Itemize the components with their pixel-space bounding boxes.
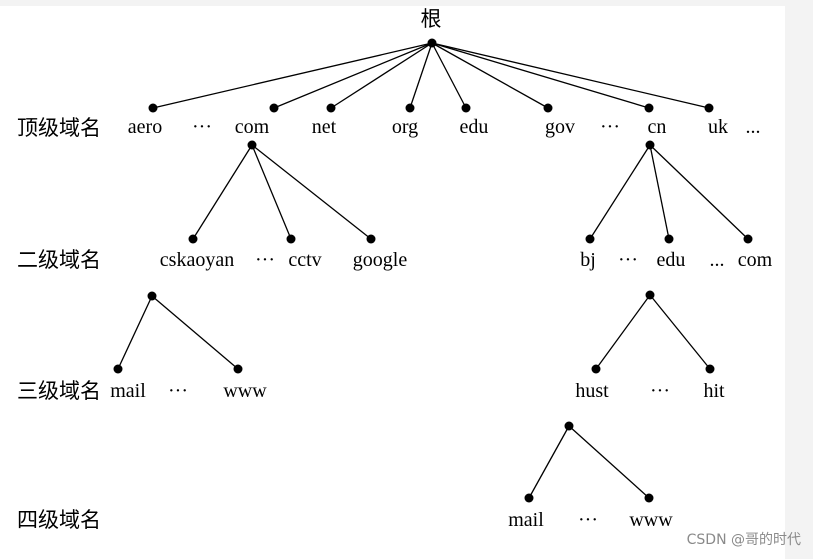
sld-cn-com: com: [737, 249, 773, 271]
tld-ellipsis-2: ···: [600, 116, 620, 138]
node-gov: [543, 103, 553, 113]
edge-cn-com: [649, 144, 749, 240]
node-mail-4: [524, 493, 534, 503]
sld-cn-ellipsis-2: ...: [709, 249, 725, 271]
edge-com-cctv: [251, 144, 292, 240]
edge-root-edu: [431, 42, 467, 109]
node-cn-com: [743, 234, 753, 244]
root-label: 根: [420, 7, 442, 31]
node-bj: [585, 234, 595, 244]
node-www-3: [233, 364, 243, 374]
sld-cskaoyan: cskaoyan: [159, 249, 235, 271]
third-hust: hust: [575, 380, 609, 402]
node-org: [405, 103, 415, 113]
node-com: [269, 103, 279, 113]
sld-cctv: cctv: [288, 249, 322, 271]
edge-hust-mail: [528, 425, 570, 499]
node-net: [326, 103, 336, 113]
sld-cn-ellipsis-1: ···: [618, 249, 638, 271]
tld-more: ...: [745, 116, 761, 138]
node-hust: [591, 364, 601, 374]
level-label-fourth: 四级域名: [17, 508, 101, 532]
edge-cn-edu: [649, 144, 670, 240]
edge-root-com: [273, 42, 433, 109]
node-hit: [705, 364, 715, 374]
watermark: CSDN @哥的时代: [686, 532, 801, 548]
node-cskaoyan-parent: [147, 291, 157, 301]
edge-cskaoyan-www: [151, 295, 239, 370]
node-cn-edu: [664, 234, 674, 244]
node-edu: [461, 103, 471, 113]
node-cn-parent: [645, 140, 655, 150]
edge-edu-hit: [649, 294, 711, 370]
edge-cskaoyan-mail: [117, 295, 153, 370]
node-com-parent: [247, 140, 257, 150]
edge-root-gov: [431, 42, 549, 109]
node-root: [427, 38, 437, 48]
tld-edu: edu: [459, 116, 489, 138]
edge-root-aero: [152, 42, 433, 109]
third-mail: mail: [110, 380, 146, 402]
node-hust-parent: [564, 421, 574, 431]
edge-edu-hust: [595, 294, 651, 370]
edge-cn-bj: [589, 144, 651, 240]
sld-bj: bj: [580, 249, 596, 271]
tld-org: org: [391, 116, 419, 138]
third-www: www: [223, 380, 267, 402]
tld-gov: gov: [545, 116, 575, 138]
edge-root-org: [409, 42, 433, 109]
fourth-www: www: [629, 509, 673, 531]
node-mail-3: [113, 364, 123, 374]
third-cskaoyan-ellipsis: ···: [168, 380, 188, 402]
tld-net: net: [311, 116, 337, 138]
node-cskaoyan: [188, 234, 198, 244]
tld-ellipsis-1: ···: [192, 116, 212, 138]
sld-google: google: [352, 249, 408, 271]
node-aero: [148, 103, 158, 113]
top-band: [0, 0, 813, 6]
edge-com-cskaoyan: [192, 144, 253, 240]
node-www-4: [644, 493, 654, 503]
fourth-mail: mail: [508, 509, 544, 531]
edge-com-google: [251, 144, 372, 240]
node-cn: [644, 103, 654, 113]
edge-root-cn: [431, 42, 650, 109]
node-uk: [704, 103, 714, 113]
third-hit: hit: [703, 380, 725, 402]
tld-uk: uk: [708, 116, 728, 138]
right-edge-band: [785, 0, 813, 559]
edge-hust-www: [568, 425, 650, 499]
tld-aero: aero: [127, 116, 163, 138]
level-label-second: 二级域名: [17, 248, 101, 272]
tld-cn: cn: [647, 116, 667, 138]
level-label-third: 三级域名: [17, 379, 101, 403]
level-label-top: 顶级域名: [17, 116, 101, 140]
tld-com: com: [234, 116, 270, 138]
edge-root-uk: [431, 42, 710, 109]
node-cctv: [286, 234, 296, 244]
third-edu-ellipsis: ···: [650, 380, 670, 402]
sld-com-ellipsis: ···: [255, 249, 275, 271]
node-google: [366, 234, 376, 244]
fourth-ellipsis: ···: [578, 509, 598, 531]
edge-root-net: [330, 42, 433, 109]
node-edu-parent: [645, 290, 655, 300]
sld-cn-edu: edu: [656, 249, 686, 271]
